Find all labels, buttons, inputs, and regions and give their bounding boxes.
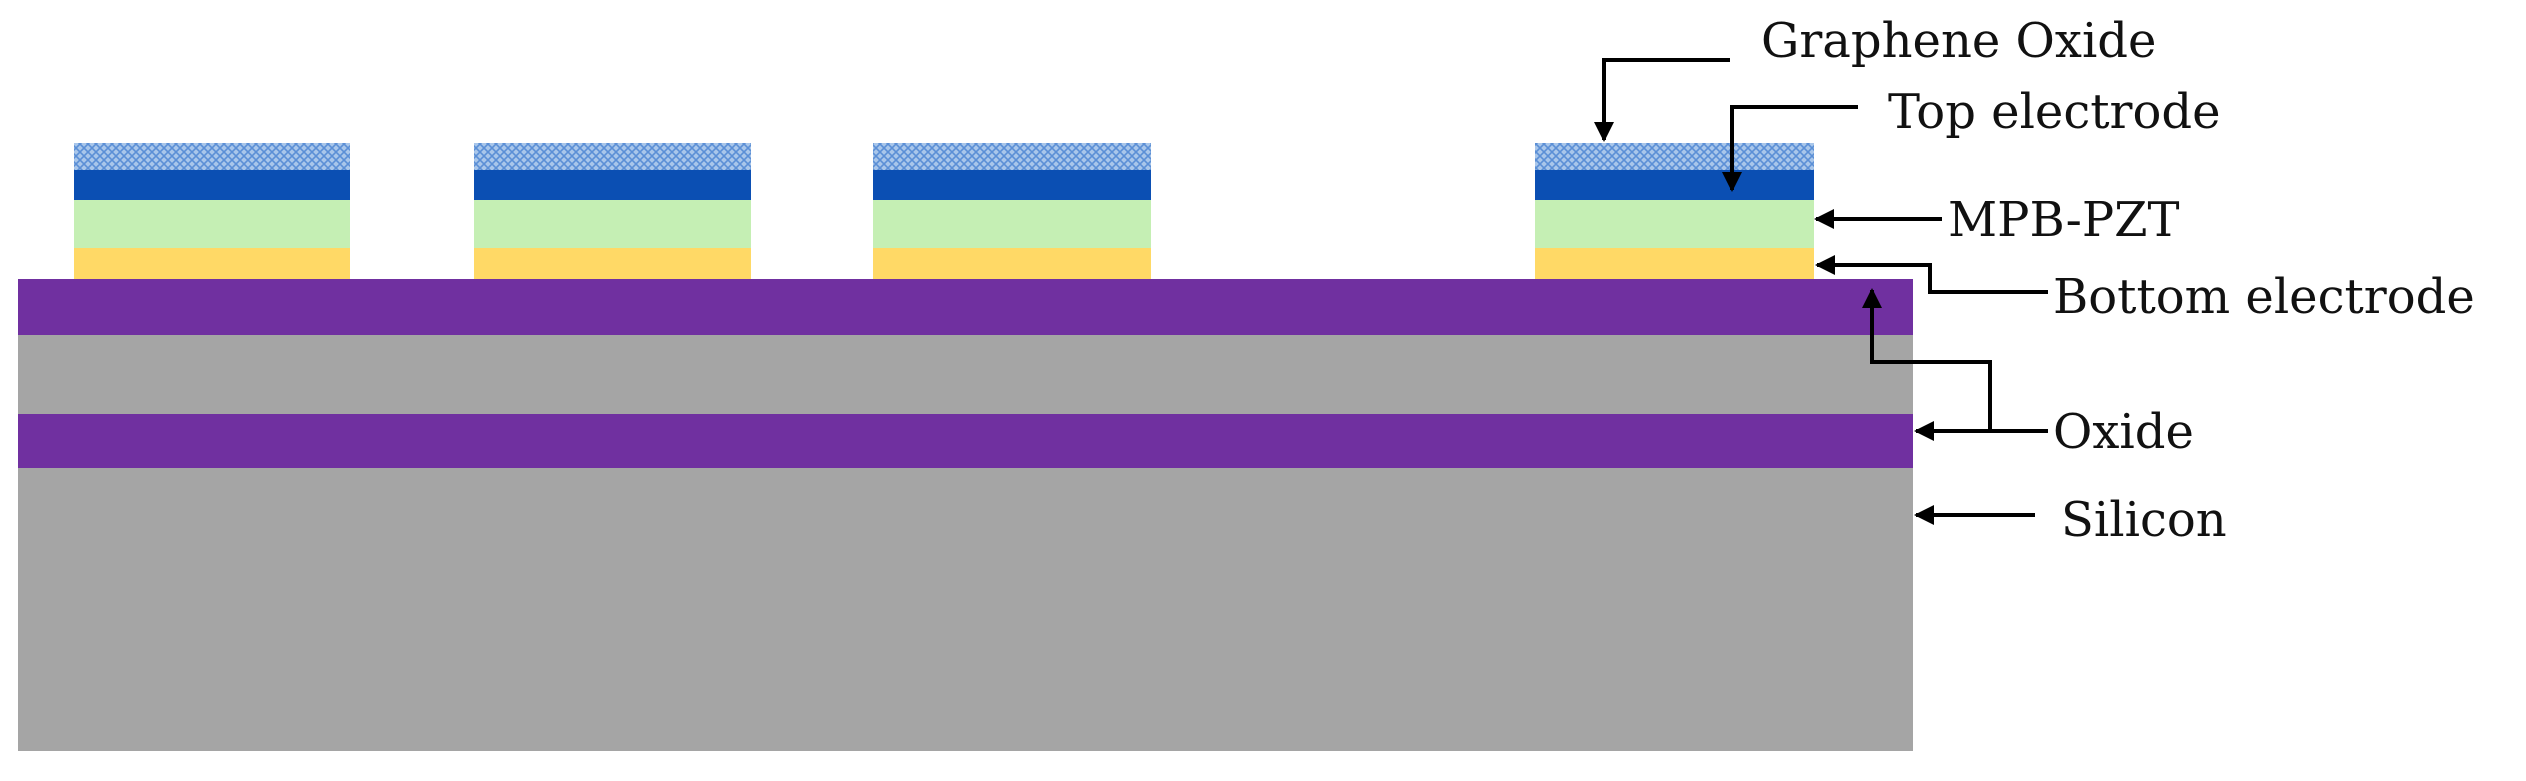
bottom-electrode-4 xyxy=(1535,248,1814,279)
oxide-arrow-upper xyxy=(1862,288,1992,431)
device-stack-1 xyxy=(74,143,350,279)
mpb-pzt-2 xyxy=(474,200,751,248)
middle-silicon-layer xyxy=(18,335,1913,414)
oxide-label: Oxide xyxy=(2053,404,2194,460)
top-electrode-2 xyxy=(474,170,751,200)
graphene-oxide-arrow xyxy=(1594,58,1730,142)
graphene-oxide-4 xyxy=(1535,143,1814,170)
device-stack-4 xyxy=(1535,143,1814,279)
top-electrode-arrow xyxy=(1722,105,1858,192)
graphene-oxide-3 xyxy=(873,143,1151,170)
graphene-oxide-1 xyxy=(74,143,350,170)
bottom-electrode-3 xyxy=(873,248,1151,279)
bottom-electrode-1 xyxy=(74,248,350,279)
top-electrode-4 xyxy=(1535,170,1814,200)
device-stack-3 xyxy=(873,143,1151,279)
top-electrode-label: Top electrode xyxy=(1888,84,2220,140)
bottom-electrode-2 xyxy=(474,248,751,279)
mpb-pzt-4 xyxy=(1535,200,1814,248)
top-electrode-3 xyxy=(873,170,1151,200)
graphene-oxide-2 xyxy=(474,143,751,170)
mpb-pzt-3 xyxy=(873,200,1151,248)
silicon-substrate xyxy=(18,468,1913,751)
upper-oxide-layer xyxy=(18,279,1913,335)
device-stack-2 xyxy=(474,143,751,279)
bottom-electrode-label: Bottom electrode xyxy=(2053,269,2475,325)
mpb-pzt-1 xyxy=(74,200,350,248)
mpb-pzt-label: MPB-PZT xyxy=(1948,192,2180,248)
lower-oxide-layer xyxy=(18,414,1913,468)
graphene-oxide-label: Graphene Oxide xyxy=(1761,13,2156,69)
top-electrode-1 xyxy=(74,170,350,200)
bottom-electrode-arrow xyxy=(1815,255,2048,294)
silicon-label: Silicon xyxy=(2061,492,2227,548)
